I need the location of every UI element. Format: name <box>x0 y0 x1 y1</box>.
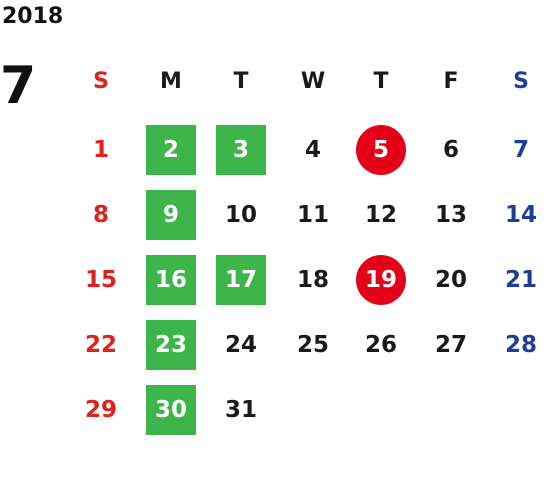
day-cell[interactable]: 3 <box>216 125 266 175</box>
day-cell[interactable]: 1 <box>92 137 109 163</box>
day-cell[interactable]: 29 <box>84 397 117 423</box>
day-cell[interactable]: 2 <box>146 125 196 175</box>
day-cell[interactable]: 25 <box>296 332 329 358</box>
day-cell[interactable]: 30 <box>146 385 196 435</box>
weekday-header: T <box>373 68 389 94</box>
day-cell[interactable]: 10 <box>224 202 257 228</box>
day-cell[interactable]: 22 <box>84 332 117 358</box>
day-cell[interactable]: 27 <box>434 332 467 358</box>
day-cell[interactable]: 23 <box>146 320 196 370</box>
day-cell[interactable]: 13 <box>434 202 467 228</box>
day-cell[interactable]: 4 <box>304 137 321 163</box>
weekday-header: S <box>93 68 109 94</box>
day-cell[interactable]: 28 <box>504 332 537 358</box>
day-cell[interactable]: 8 <box>92 202 109 228</box>
day-cell[interactable]: 17 <box>216 255 266 305</box>
day-cell[interactable]: 12 <box>364 202 397 228</box>
day-cell[interactable]: 15 <box>84 267 117 293</box>
weekday-header: F <box>443 68 459 94</box>
calendar-year: 2018 <box>2 4 64 29</box>
calendar-month: 7 <box>0 56 37 116</box>
day-cell[interactable]: 9 <box>146 190 196 240</box>
day-cell[interactable]: 5 <box>356 125 406 175</box>
weekday-header: W <box>300 68 326 94</box>
day-cell[interactable]: 19 <box>356 255 406 305</box>
weekday-header: S <box>513 68 529 94</box>
day-cell[interactable]: 16 <box>146 255 196 305</box>
day-cell[interactable]: 18 <box>296 267 329 293</box>
day-cell[interactable]: 11 <box>296 202 329 228</box>
day-cell[interactable]: 14 <box>504 202 537 228</box>
day-cell[interactable]: 24 <box>224 332 257 358</box>
weekday-header: T <box>233 68 249 94</box>
weekday-header: M <box>160 68 182 94</box>
day-cell[interactable]: 26 <box>364 332 397 358</box>
day-cell[interactable]: 31 <box>224 397 257 423</box>
day-cell[interactable]: 6 <box>442 137 459 163</box>
day-cell[interactable]: 7 <box>512 137 529 163</box>
day-cell[interactable]: 20 <box>434 267 467 293</box>
day-cell[interactable]: 21 <box>504 267 537 293</box>
